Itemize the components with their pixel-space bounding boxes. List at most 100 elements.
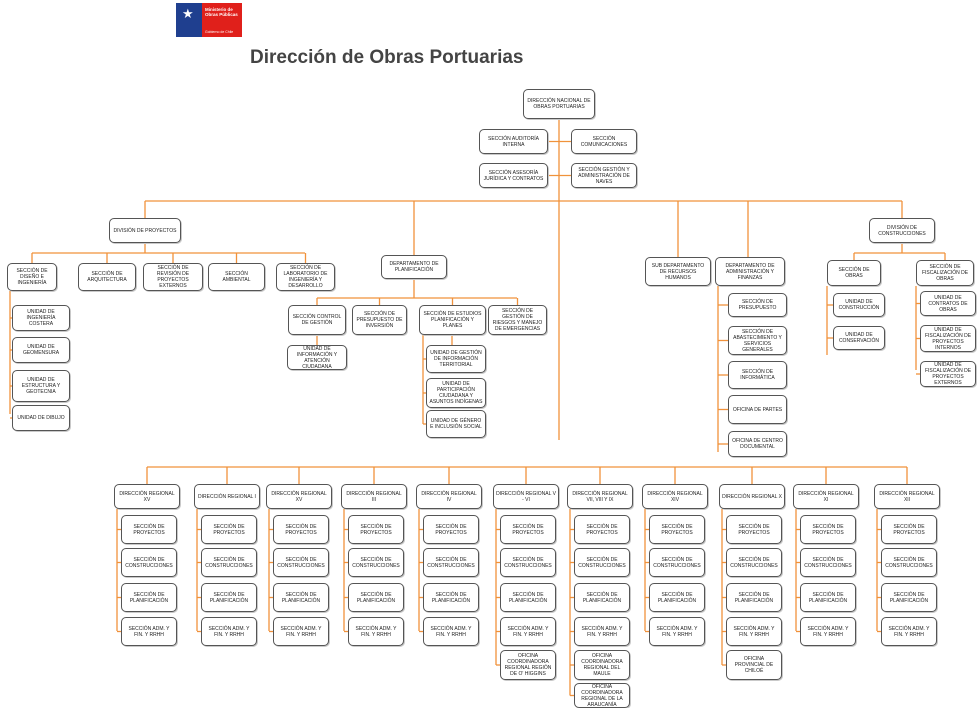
box-admin-seccion-0: Sección de Presupuesto bbox=[728, 293, 787, 317]
box-regional-7-seccion-0-label: Sección de Proyectos bbox=[661, 523, 693, 536]
box-regional-1-seccion-3: Sección Adm. y Fin. y RRHH bbox=[201, 617, 257, 646]
box-seccion-gestion-naves-label: Sección Gestión y Administración de Nave… bbox=[578, 166, 630, 185]
box-regional-5-seccion-1-label: Sección de Construcciones bbox=[504, 556, 552, 569]
box-unidad-fiscalizacion-1-label: Unidad de Fiscalización de Proyectos Int… bbox=[924, 326, 972, 351]
box-unidad-estudios-1-label: Unidad de Participación Ciudadana y Asun… bbox=[429, 381, 483, 405]
box-regional-9-seccion-3: Sección Adm. y Fin. y RRHH bbox=[800, 617, 856, 646]
box-regional-10-seccion-2: Sección de Planificación bbox=[881, 583, 937, 612]
box-direccion-regional-8-label: Dirección Regional X bbox=[722, 493, 782, 500]
box-regional-6-seccion-3-label: Sección Adm. y Fin. y RRHH bbox=[581, 625, 623, 638]
box-direccion-regional-3: Dirección Regional III bbox=[341, 484, 407, 509]
box-direccion-regional-0-label: Dirección Regional XV bbox=[119, 490, 175, 503]
box-direccion-regional-10-label: Dirección Regional XII bbox=[879, 490, 935, 503]
box-regional-6-seccion-3: Sección Adm. y Fin. y RRHH bbox=[574, 617, 630, 646]
box-dp-unidad-2: Unidad de Estructura y Geotecnia bbox=[12, 370, 70, 402]
box-admin-seccion-3: Oficina de Partes bbox=[728, 395, 787, 424]
box-regional-10-seccion-1: Sección de Construcciones bbox=[881, 548, 937, 577]
box-regional-2-seccion-3-label: Sección Adm. y Fin. y RRHH bbox=[280, 625, 322, 638]
box-unidad-obras-0: Unidad de Construcción bbox=[833, 293, 885, 317]
box-regional-5-seccion-0: Sección de Proyectos bbox=[500, 515, 556, 544]
box-regional-2-seccion-2: Sección de Planificación bbox=[273, 583, 329, 612]
box-regional-7-seccion-3: Sección Adm. y Fin. y RRHH bbox=[649, 617, 705, 646]
box-unidad-fiscalizacion-2-label: Unidad de Fiscalización de Proyectos Ext… bbox=[924, 362, 972, 386]
box-regional-5-seccion-1: Sección de Construcciones bbox=[500, 548, 556, 577]
box-direccion-regional-1-label: Dirección Regional I bbox=[198, 493, 256, 500]
box-regional-10-seccion-3-label: Sección Adm. y Fin. y RRHH bbox=[888, 625, 930, 638]
box-division-construcciones-label: División de Construcciones bbox=[878, 224, 926, 237]
box-unidad-fiscalizacion-2: Unidad de Fiscalización de Proyectos Ext… bbox=[920, 361, 976, 387]
box-regional-8-seccion-1-label: Sección de Construcciones bbox=[730, 556, 778, 569]
box-direccion-regional-9-label: Dirección Regional XI bbox=[798, 490, 854, 503]
box-direccion-regional-2-label: Dirección Regional XV bbox=[271, 490, 327, 503]
box-regional-4-seccion-0: Sección de Proyectos bbox=[423, 515, 479, 544]
box-regional-3-seccion-0-label: Sección de Proyectos bbox=[360, 523, 392, 536]
box-seccion-obras-label: Sección de Obras bbox=[838, 267, 870, 279]
box-dp-seccion-0-label: Sección de Diseño e Ingeniería bbox=[16, 268, 48, 286]
box-dp-plan-seccion-2: Sección de Estudios Planificación y Plan… bbox=[419, 305, 486, 335]
logo-blue-panel bbox=[176, 3, 202, 37]
box-seccion-juridica-label: Sección Asesoría Jurídica y Contratos bbox=[483, 169, 544, 182]
box-direccion-regional-4: Dirección Regional IV bbox=[416, 484, 482, 509]
box-regional-1-seccion-2-label: Sección de Planificación bbox=[209, 591, 249, 604]
box-dp-seccion-2-label: Sección de Revisión de Proyectos Externo… bbox=[156, 265, 190, 289]
box-regional-2-seccion-0: Sección de Proyectos bbox=[273, 515, 329, 544]
box-regional-0-seccion-3: Sección Adm. y Fin. y RRHH bbox=[121, 617, 177, 646]
box-regional-9-seccion-2: Sección de Planificación bbox=[800, 583, 856, 612]
box-regional-4-seccion-1: Sección de Construcciones bbox=[423, 548, 479, 577]
box-seccion-gestion-naves: Sección Gestión y Administración de Nave… bbox=[571, 163, 637, 188]
box-seccion-obras: Sección de Obras bbox=[827, 260, 881, 286]
box-direccion-regional-7: Dirección Regional XIV bbox=[642, 484, 708, 509]
box-regional-0-seccion-1-label: Sección de Construcciones bbox=[125, 556, 173, 569]
box-unidad-fiscalizacion-0: Unidad de Contratos de Obras bbox=[920, 291, 976, 316]
box-subdepto-rrhh: Sub Departamento de Recursos Humanos bbox=[645, 257, 711, 286]
box-regional-1-seccion-1: Sección de Construcciones bbox=[201, 548, 257, 577]
box-regional-7-seccion-3-label: Sección Adm. y Fin. y RRHH bbox=[656, 625, 698, 638]
box-dp-seccion-0: Sección de Diseño e Ingeniería bbox=[7, 263, 57, 291]
box-regional-6-seccion-0-label: Sección de Proyectos bbox=[586, 523, 618, 536]
box-dp-unidad-3: Unidad de Dibujo bbox=[12, 405, 70, 431]
box-direccion-regional-5: Dirección Regional V - VI bbox=[493, 484, 559, 509]
box-seccion-fiscalizacion: Sección de Fiscalización de Obras bbox=[916, 260, 974, 286]
box-regional-3-seccion-3: Sección Adm. y Fin. y RRHH bbox=[348, 617, 404, 646]
box-regional-5-oficina-0: Oficina Coordinadora Regional Región de … bbox=[500, 650, 556, 680]
box-dp-unidad-3-label: Unidad de Dibujo bbox=[17, 415, 65, 421]
box-dp-plan-seccion-1-label: Sección de Presupuesto de Inversión bbox=[356, 311, 403, 329]
box-regional-6-seccion-2: Sección de Planificación bbox=[574, 583, 630, 612]
box-admin-seccion-3-label: Oficina de Partes bbox=[732, 406, 783, 413]
box-regional-4-seccion-0-label: Sección de Proyectos bbox=[435, 523, 467, 536]
box-admin-seccion-4: Oficina de Centro Documental bbox=[728, 431, 787, 457]
logo-line2: Obras Públicas bbox=[205, 12, 238, 17]
box-seccion-comunicaciones: Sección Comunicaciones bbox=[571, 129, 637, 154]
box-unidad-estudios-0-label: Unidad de Gestión de Información Territo… bbox=[430, 350, 482, 368]
box-regional-1-seccion-2: Sección de Planificación bbox=[201, 583, 257, 612]
box-regional-8-seccion-0-label: Sección de Proyectos bbox=[738, 523, 770, 536]
box-dp-plan-seccion-0: Sección Control de Gestión bbox=[288, 305, 346, 335]
box-regional-6-seccion-1-label: Sección de Construcciones bbox=[578, 556, 626, 569]
box-regional-4-seccion-3: Sección Adm. y Fin. y RRHH bbox=[423, 617, 479, 646]
box-regional-6-seccion-1: Sección de Construcciones bbox=[574, 548, 630, 577]
box-dp-plan-seccion-3: Sección de Gestión de Riesgos y Manejo d… bbox=[488, 305, 547, 335]
box-regional-8-oficina-0-label: Oficina Provincial de Chiloé bbox=[734, 656, 774, 674]
box-regional-7-seccion-2-label: Sección de Planificación bbox=[657, 591, 697, 604]
box-regional-9-seccion-3-label: Sección Adm. y Fin. y RRHH bbox=[807, 625, 849, 638]
box-unidad-estudios-2: Unidad de Género e Inclusión Social bbox=[426, 410, 486, 438]
box-dp-seccion-1: Sección de Arquitectura bbox=[78, 263, 136, 291]
box-regional-6-oficina-1: Oficina Coordinadora Regional de la Arau… bbox=[574, 683, 630, 708]
box-seccion-auditoria: Sección Auditoría Interna bbox=[479, 129, 548, 154]
box-unidad-atencion-ciudadana: Unidad de Información y Atención Ciudada… bbox=[287, 345, 347, 370]
box-unidad-fiscalizacion-0-label: Unidad de Contratos de Obras bbox=[928, 294, 968, 313]
box-regional-8-seccion-1: Sección de Construcciones bbox=[726, 548, 782, 577]
box-dp-seccion-3: Sección Ambiental bbox=[208, 263, 265, 291]
box-regional-5-oficina-0-label: Oficina Coordinadora Regional Región de … bbox=[504, 653, 552, 677]
box-regional-10-seccion-2-label: Sección de Planificación bbox=[889, 591, 929, 604]
box-direccion-regional-10: Dirección Regional XII bbox=[874, 484, 940, 509]
box-dp-seccion-3-label: Sección Ambiental bbox=[222, 271, 251, 283]
box-direccion-regional-4-label: Dirección Regional IV bbox=[421, 490, 477, 503]
box-admin-seccion-0-label: Sección de Presupuesto bbox=[738, 299, 777, 311]
logo-subtitle: Gobierno de Chile bbox=[205, 30, 234, 34]
box-direccion-regional-6: Dirección Regional VII, VIII y IX bbox=[567, 484, 633, 509]
box-regional-3-seccion-1-label: Sección de Construcciones bbox=[352, 556, 400, 569]
box-dp-seccion-4: Sección de Laboratorio de Ingeniería y D… bbox=[276, 263, 335, 291]
box-regional-5-seccion-2-label: Sección de Planificación bbox=[508, 591, 548, 604]
box-admin-seccion-1-label: Sección de Abastecimiento y Servicios Ge… bbox=[733, 328, 782, 353]
